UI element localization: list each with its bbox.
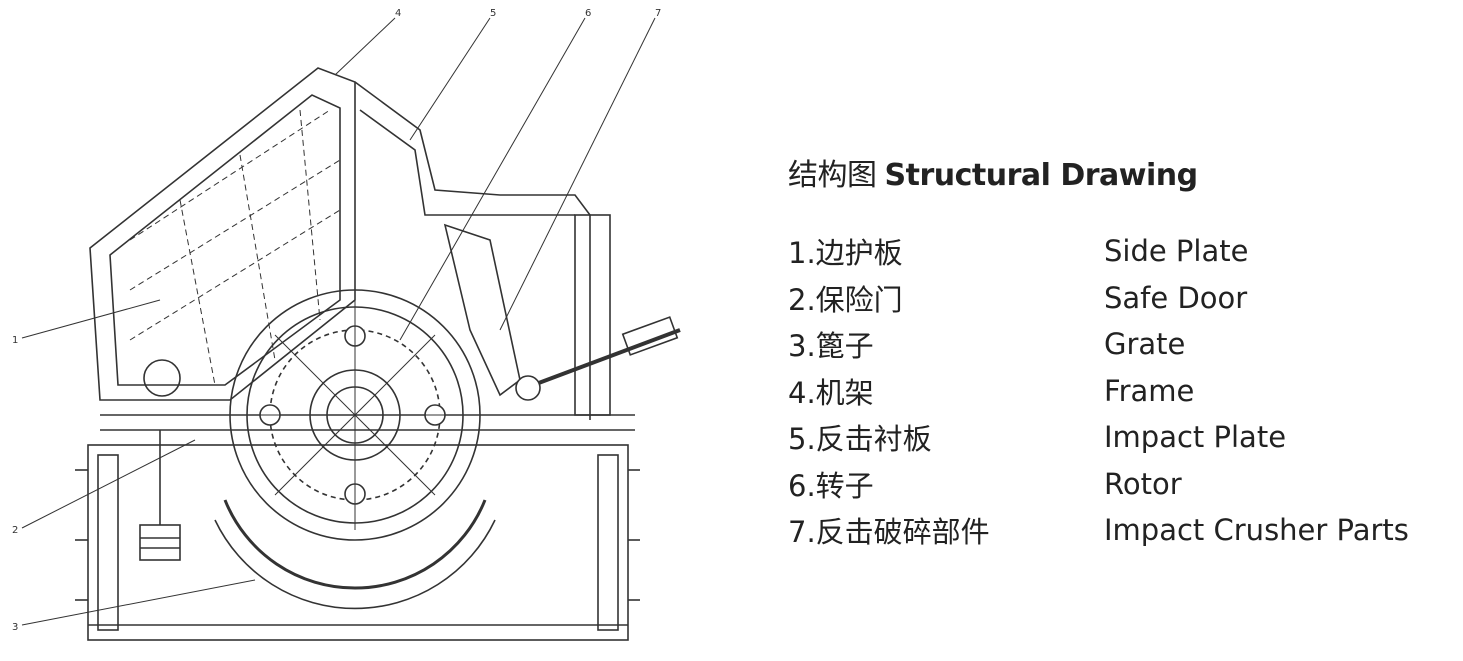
legend-item-num: 7. <box>788 515 816 550</box>
side-plate-grid <box>89 67 356 401</box>
grate <box>223 499 487 590</box>
legend-item-en: Side Plate <box>1104 234 1249 269</box>
legend-item-cn: 反击衬板 <box>815 422 932 457</box>
legend-item-num: 4. <box>788 375 816 410</box>
legend-item: 2.保险门 Safe Door <box>788 275 1448 322</box>
legend-item-en: Rotor <box>1104 466 1182 501</box>
legend-item: 3.篦子 Grate <box>788 321 1448 368</box>
legend-item: 5.反击衬板 Impact Plate <box>788 414 1448 461</box>
legend-item: 1.边护板 Side Plate <box>788 228 1448 275</box>
callout-6: 6 <box>585 8 591 19</box>
legend-item-num: 6. <box>788 468 816 503</box>
callout-1: 1 <box>12 335 18 346</box>
legend-item-num: 1. <box>788 236 816 271</box>
legend-item-en: Frame <box>1104 373 1195 408</box>
legend-item-num: 5. <box>788 422 816 457</box>
legend-item: 6.转子 Rotor <box>788 461 1448 508</box>
legend-item-cn: 篦子 <box>815 329 874 364</box>
callout-2: 2 <box>12 525 18 536</box>
crusher-structural-drawing: 1 2 3 4 5 6 7 <box>12 8 681 641</box>
legend-item-num: 2. <box>788 282 816 317</box>
legend-title-cn: 结构图 <box>788 158 877 193</box>
callout-7: 7 <box>655 8 661 19</box>
legend-item-cn: 保险门 <box>815 282 903 317</box>
callout-3: 3 <box>12 622 18 633</box>
callout-5: 5 <box>490 8 496 19</box>
legend-item-cn: 转子 <box>815 468 874 503</box>
callout-4: 4 <box>395 8 401 19</box>
legend-item-num: 3. <box>788 329 816 364</box>
legend-item-cn: 边护板 <box>815 236 903 271</box>
legend-item-en: Grate <box>1104 327 1186 362</box>
legend-item-en: Impact Crusher Parts <box>1104 513 1409 548</box>
legend-item-en: Impact Plate <box>1104 420 1287 455</box>
rotor <box>229 289 481 541</box>
legend-item: 7.反击破碎部件 Impact Crusher Parts <box>788 507 1448 554</box>
legend-item-cn: 反击破碎部件 <box>815 515 990 550</box>
legend-item-en: Safe Door <box>1104 280 1248 315</box>
legend-item: 4.机架 Frame <box>788 368 1448 415</box>
impact-plate <box>443 223 521 397</box>
legend-item-cn: 机架 <box>815 375 874 410</box>
legend-title-en: Structural Drawing <box>884 158 1199 193</box>
base-frame <box>87 444 629 641</box>
